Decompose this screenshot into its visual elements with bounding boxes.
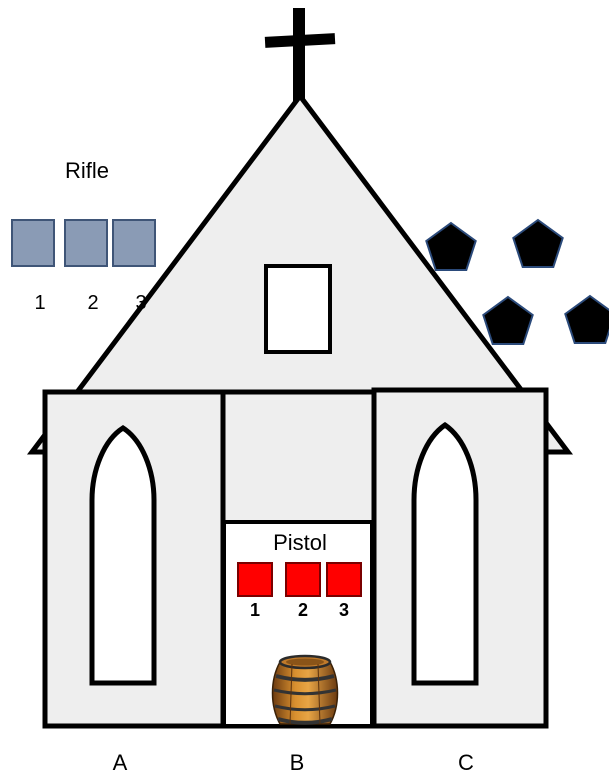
rifle-slot-number: 1: [34, 292, 45, 314]
arched-window-c: [411, 421, 479, 686]
rifle-slot-numbers: 1 2 3: [34, 292, 146, 314]
pentagon-icon: [425, 221, 477, 271]
pentagon-icon: [564, 294, 609, 344]
pistol-slot-1: [237, 562, 273, 597]
enemy-group: [425, 218, 609, 345]
pistol-label: Pistol: [273, 530, 327, 555]
pentagon-icon: [512, 218, 564, 268]
tower-a: [42, 389, 226, 729]
door-label-b: B: [290, 750, 305, 774]
cross-icon: [264, 8, 336, 110]
pistol-slot-number: 2: [298, 600, 308, 620]
rifle-label: Rifle: [65, 158, 109, 183]
door-label-c: C: [458, 750, 474, 774]
door-label-a: A: [113, 750, 128, 774]
pistol-slot-number: 1: [250, 600, 260, 620]
arched-window-a: [89, 425, 157, 686]
rifle-slot-1: [11, 219, 55, 267]
rifle-slot-number: 3: [135, 292, 146, 314]
pistol-slot-2: [285, 562, 321, 597]
pentagon-icon: [482, 295, 534, 345]
rifle-slot-2: [64, 219, 108, 267]
pistol-slots: [237, 562, 362, 597]
tower-c: [371, 387, 549, 729]
roof-window: [264, 264, 332, 354]
barrel-icon: [271, 654, 339, 725]
pistol-slot-3: [326, 562, 362, 597]
rifle-slot-3: [112, 219, 156, 267]
rifle-slot-number: 2: [87, 292, 98, 314]
pistol-slot-number: 3: [339, 600, 349, 620]
rifle-slots: [11, 219, 156, 267]
pistol-slot-numbers: 1 2 3: [250, 600, 349, 620]
